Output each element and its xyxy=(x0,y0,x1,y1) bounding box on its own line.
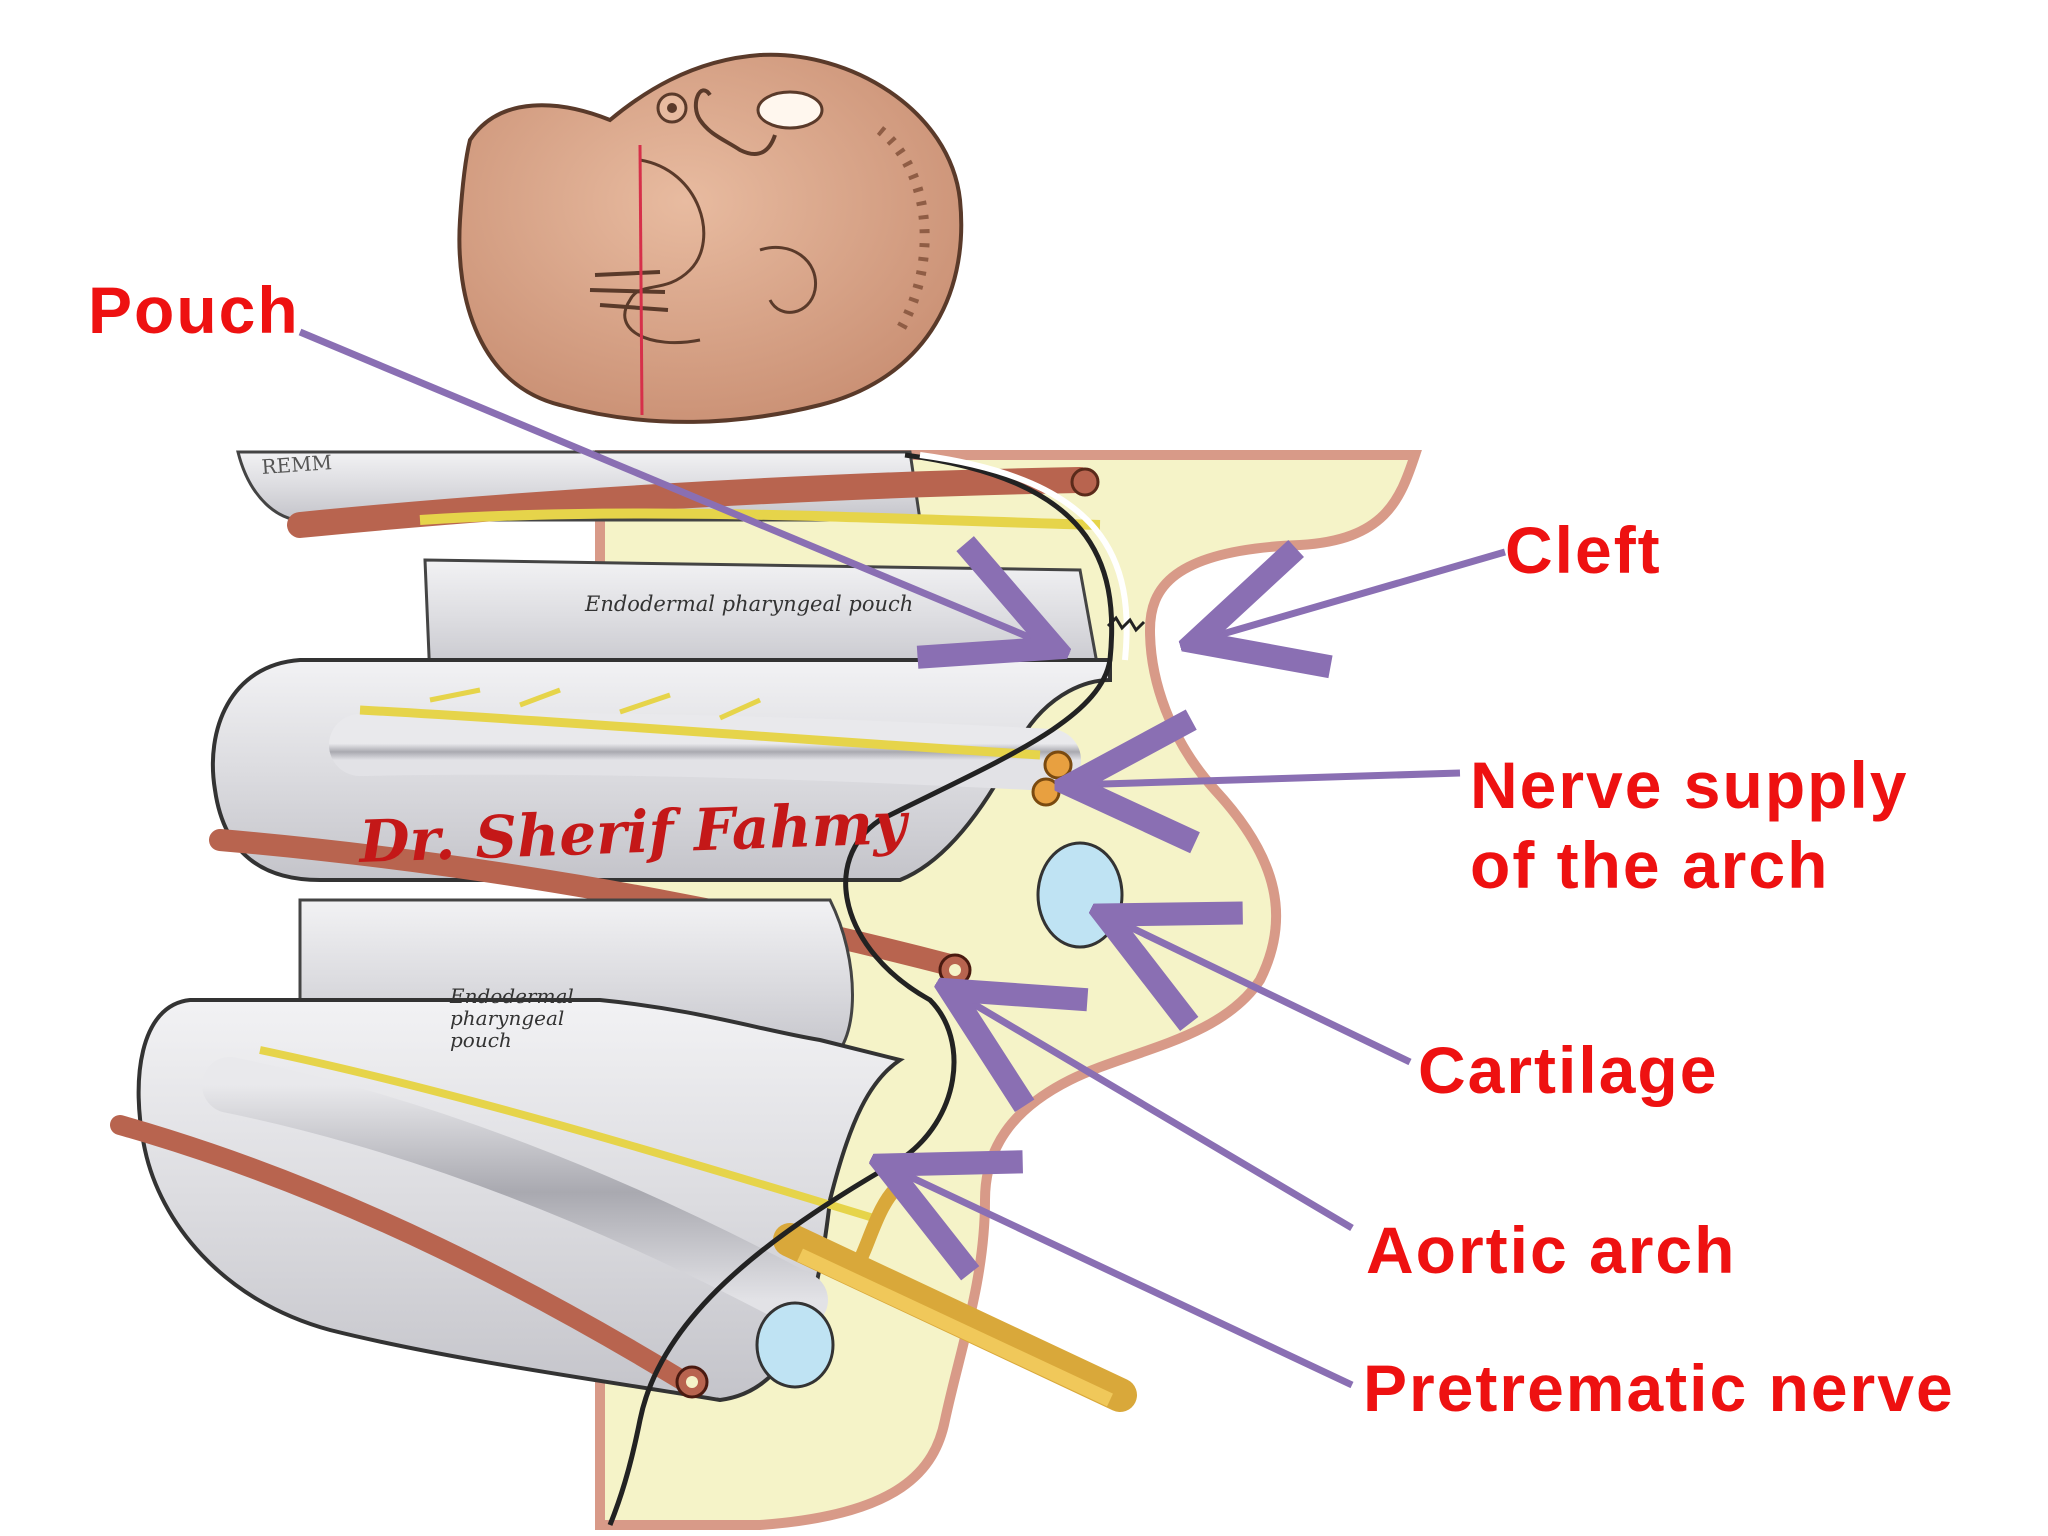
lower-pouch-line3: pouch xyxy=(450,1028,512,1052)
artist-signature: REMM xyxy=(261,450,333,479)
pouch-leader xyxy=(298,328,1055,648)
nerve-supply-leader xyxy=(1070,773,1461,785)
label-nerve-supply: Nerve supply of the arch xyxy=(1470,745,1909,905)
pretrematic-nerve-leader xyxy=(885,1165,1354,1389)
cartilage-leader xyxy=(1105,915,1412,1066)
label-nerve-supply-line1: Nerve supply xyxy=(1470,748,1909,822)
label-pouch: Pouch xyxy=(88,273,300,347)
lower-pouch-line1: Endodermal xyxy=(449,984,574,1008)
label-nerve-supply-line2: of the arch xyxy=(1470,828,1830,902)
cleft-leader xyxy=(1195,552,1506,642)
label-pretrematic-nerve: Pretrematic nerve xyxy=(1363,1351,1955,1425)
leader-lines xyxy=(298,328,1506,1389)
embryo-illustration xyxy=(457,52,964,424)
upper-pouch-text: Endodermal pharyngeal pouch xyxy=(584,592,913,616)
label-cartilage: Cartilage xyxy=(1418,1033,1719,1107)
label-cleft: Cleft xyxy=(1505,513,1662,587)
top-artery xyxy=(287,467,1093,538)
section-line xyxy=(638,144,644,416)
aortic-arch-leader xyxy=(950,990,1354,1232)
upper-cartilage xyxy=(1036,841,1124,949)
lower-pouch-line2: pharyngeal xyxy=(450,1006,564,1030)
lower-cartilage xyxy=(755,1301,835,1389)
label-aortic-arch: Aortic arch xyxy=(1366,1213,1737,1287)
